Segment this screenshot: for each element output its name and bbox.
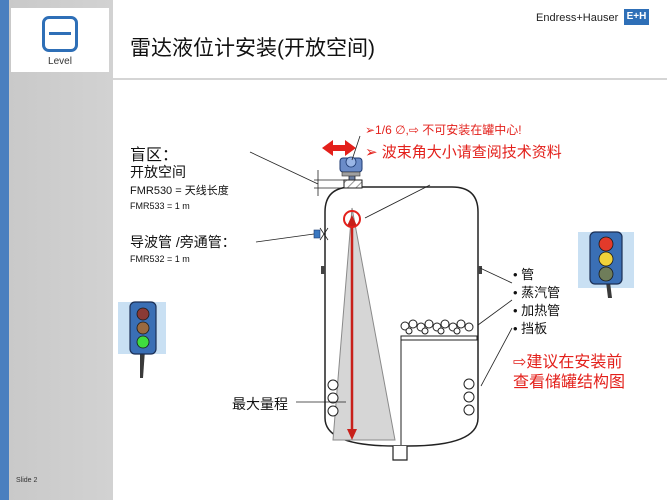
top-nozzle [343,179,363,189]
obstacle-baffle: • 挡板 [513,321,548,336]
pipe-rings-left [327,379,339,417]
obstacle-pipe: • 管 [513,267,535,282]
obstacle-steam-pipe: • 蒸汽管 [513,285,561,300]
sidebar: Level Slide 2 [0,0,113,500]
header-divider [113,78,667,80]
side-nozzle-left [321,266,325,274]
max-range-label: 最大量程 [232,396,288,412]
traffic-light-green-icon [118,301,166,378]
level-logo: Level [11,8,109,72]
radar-beam [332,207,396,441]
slide-number: Slide 2 [16,477,38,484]
blind-zone-heading: 盲区： [130,147,179,164]
antenna-highlight [343,210,361,228]
slide-title: 雷达液位计安装(开放空间) [130,37,375,60]
baffle-plate [400,335,478,341]
side-nozzle-right [478,266,482,274]
blind-zone-open-space: 开放空间 [130,164,186,180]
bottom-outlet [392,446,408,461]
radar-device-icon [339,156,363,181]
level-icon [42,16,78,52]
heating-coil-rings [400,319,474,335]
pipe-rings-right [463,378,475,416]
note-beam-angle: ➢ 波束角大小请查阅技术资料 [365,144,562,161]
recommendation-line1: ⇨建议在安装前 [513,354,623,371]
brand-logo: E+H [624,9,649,25]
obstacle-heating-pipe: • 加热管 [513,303,561,318]
brand-name: Endress+Hauser [536,12,619,24]
blind-zone-fmr530: FMR530 = 天线长度 [130,185,229,197]
waveguide-heading: 导波管 /旁通管： [130,234,236,250]
blind-zone-fmr533: FMR533 = 1 m [130,201,190,211]
position-arrow-icon [322,140,356,156]
waveguide-fmr532: FMR532 = 1 m [130,254,190,264]
recommendation-line2: 查看储罐结构图 [513,374,626,391]
traffic-light-warning-icon [578,231,634,298]
logo-label: Level [48,56,72,67]
note-center-warning: ➢1/6 ∅,⇨ 不可安装在罐中心! [365,123,522,137]
